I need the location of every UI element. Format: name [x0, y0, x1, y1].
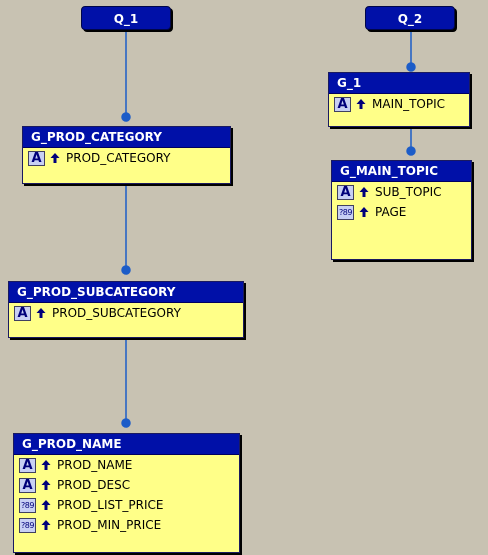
link-dot — [121, 265, 131, 275]
column-name: PROD_NAME — [57, 458, 133, 472]
number-type-icon: ?89 — [19, 517, 36, 533]
sort-ascending-icon — [36, 308, 46, 318]
link-dot — [121, 418, 131, 428]
sort-ascending-icon — [50, 153, 60, 163]
sort-ascending-icon — [41, 500, 51, 510]
column-row[interactable]: ?89 PAGE — [332, 202, 471, 222]
column-name: PROD_MIN_PRICE — [57, 518, 162, 532]
group-g-prod-name[interactable]: G_PROD_NAME A PROD_NAME A PROD_DESC ?89 PROD_L… — [13, 433, 240, 553]
sort-ascending-icon — [356, 99, 366, 109]
column-name: MAIN_TOPIC — [372, 97, 446, 111]
query-q2[interactable]: Q_2 — [365, 6, 455, 30]
column-name: PROD_DESC — [57, 478, 131, 492]
column-row[interactable]: ?89 PROD_MIN_PRICE — [14, 515, 239, 535]
column-row[interactable]: A PROD_SUBCATEGORY — [9, 303, 243, 323]
link-dot — [406, 62, 416, 72]
character-type-icon: A — [28, 150, 45, 166]
column-name: PROD_SUBCATEGORY — [52, 306, 181, 320]
group-header[interactable]: G_1 — [329, 73, 469, 94]
column-name: PROD_LIST_PRICE — [57, 498, 164, 512]
character-type-icon: A — [337, 184, 354, 200]
column-name: SUB_TOPIC — [375, 185, 442, 199]
group-header[interactable]: G_PROD_SUBCATEGORY — [9, 282, 243, 303]
character-type-icon: A — [334, 96, 351, 112]
sort-ascending-icon — [359, 207, 369, 217]
column-row[interactable]: A MAIN_TOPIC — [329, 94, 469, 114]
sort-ascending-icon — [41, 460, 51, 470]
group-header[interactable]: G_MAIN_TOPIC — [332, 161, 471, 182]
group-g-main-topic[interactable]: G_MAIN_TOPIC A SUB_TOPIC ?89 PAGE — [331, 160, 472, 260]
column-row[interactable]: A PROD_DESC — [14, 475, 239, 495]
group-g-prod-category[interactable]: G_PROD_CATEGORY A PROD_CATEGORY — [22, 126, 231, 184]
column-row[interactable]: ?89 PROD_LIST_PRICE — [14, 495, 239, 515]
query-q1[interactable]: Q_1 — [81, 6, 171, 30]
connector-lines — [121, 30, 416, 428]
sort-ascending-icon — [41, 480, 51, 490]
group-g-prod-subcategory[interactable]: G_PROD_SUBCATEGORY A PROD_SUBCATEGORY — [8, 281, 244, 338]
column-row[interactable]: A PROD_CATEGORY — [23, 148, 230, 168]
sort-ascending-icon — [359, 187, 369, 197]
column-name: PROD_CATEGORY — [66, 151, 171, 165]
link-dot — [406, 146, 416, 156]
link-dot — [121, 112, 131, 122]
group-header[interactable]: G_PROD_CATEGORY — [23, 127, 230, 148]
number-type-icon: ?89 — [337, 204, 354, 220]
number-type-icon: ?89 — [19, 497, 36, 513]
sort-ascending-icon — [41, 520, 51, 530]
column-row[interactable]: A PROD_NAME — [14, 455, 239, 475]
character-type-icon: A — [19, 477, 36, 493]
group-header[interactable]: G_PROD_NAME — [14, 434, 239, 455]
character-type-icon: A — [14, 305, 31, 321]
column-name: PAGE — [375, 205, 407, 219]
character-type-icon: A — [19, 457, 36, 473]
column-row[interactable]: A SUB_TOPIC — [332, 182, 471, 202]
